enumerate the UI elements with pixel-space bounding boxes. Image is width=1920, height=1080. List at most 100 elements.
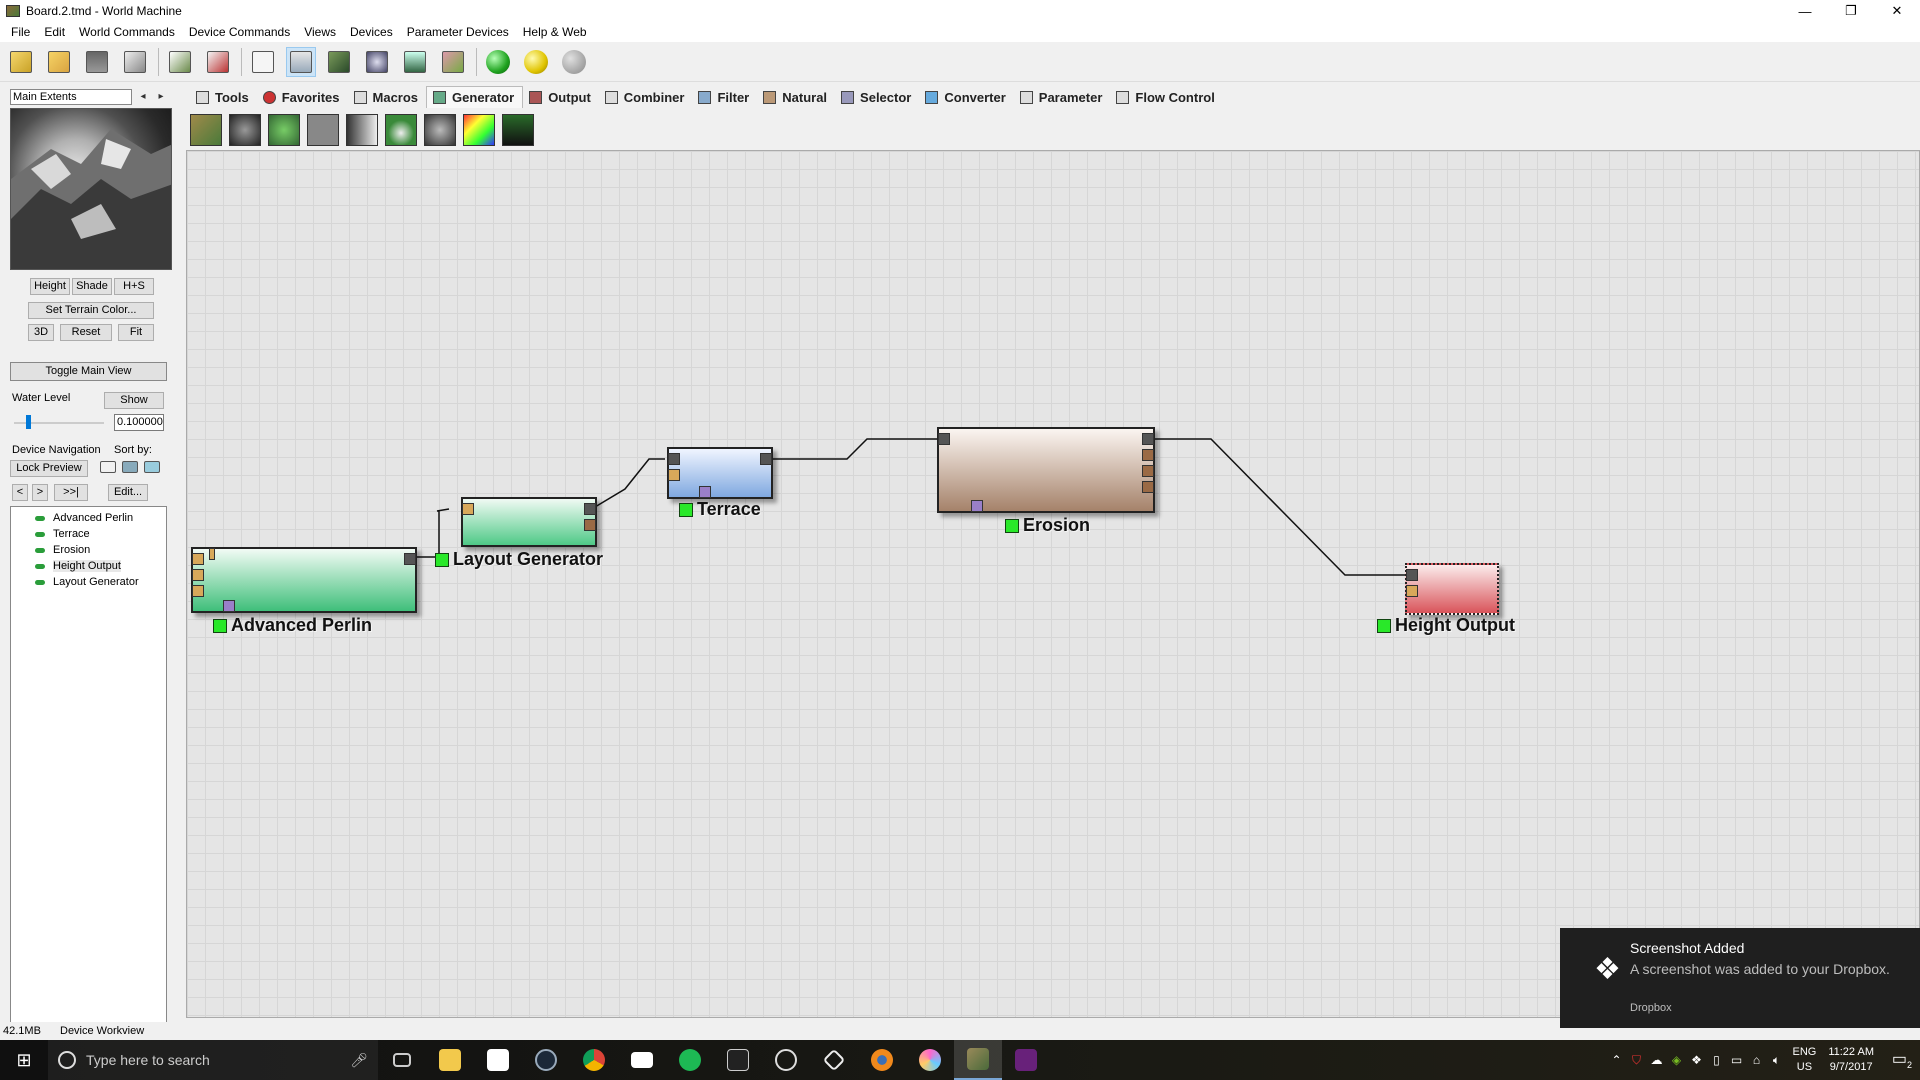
taskbar-color-app[interactable] <box>906 1040 954 1080</box>
tab-selector[interactable]: Selector <box>835 86 919 108</box>
taskbar-unity[interactable] <box>810 1040 858 1080</box>
menu-device-commands[interactable]: Device Commands <box>188 25 291 39</box>
fit-button[interactable]: Fit <box>118 324 154 341</box>
nvidia-icon[interactable]: ◈ <box>1671 1053 1682 1067</box>
shade-view-button[interactable]: Shade <box>72 278 112 295</box>
menu-views[interactable]: Views <box>304 25 337 39</box>
parameter-port[interactable] <box>971 500 983 512</box>
output-port[interactable] <box>1142 449 1154 461</box>
show-hidden-icons-icon[interactable]: ⌃ <box>1611 1053 1622 1067</box>
device-icon[interactable]: ▯ <box>1713 1053 1720 1067</box>
taskbar-file-explorer[interactable] <box>426 1040 474 1080</box>
terrain-preview[interactable] <box>10 108 172 270</box>
tab-output[interactable]: Output <box>523 86 599 108</box>
close-button[interactable]: ✕ <box>1891 3 1903 18</box>
start-button[interactable]: ⊞ <box>0 1040 48 1080</box>
show-water-button[interactable]: Show <box>104 392 164 409</box>
list-item[interactable]: Erosion <box>11 542 166 558</box>
build-green-button[interactable] <box>483 47 513 77</box>
extents-next-arrow-icon[interactable]: ▸ <box>158 91 164 102</box>
output-port[interactable] <box>760 453 772 465</box>
build-terrain-button[interactable] <box>165 47 195 77</box>
menu-parameter-devices[interactable]: Parameter Devices <box>406 25 509 39</box>
battery-icon[interactable]: ▭ <box>1730 1053 1743 1067</box>
lock-preview-button[interactable]: Lock Preview <box>10 460 88 477</box>
taskbar-search[interactable]: Type here to search 🎤︎ <box>48 1040 378 1080</box>
menu-devices[interactable]: Devices <box>350 25 393 39</box>
list-item[interactable]: Height Output <box>11 558 166 574</box>
hs-view-button[interactable]: H+S <box>114 278 154 295</box>
output-port[interactable] <box>1142 481 1154 493</box>
menu-help-web[interactable]: Help & Web <box>522 25 587 39</box>
notification-toast[interactable]: ❖ Screenshot Added A screenshot was adde… <box>1560 928 1920 1028</box>
parameter-port[interactable] <box>699 486 711 498</box>
restore-button[interactable]: ❐ <box>1845 3 1857 18</box>
open-world-button[interactable] <box>44 47 74 77</box>
taskbar-mail[interactable] <box>618 1040 666 1080</box>
build-yellow-button[interactable] <box>521 47 551 77</box>
tab-generator[interactable]: Generator <box>426 86 524 108</box>
water-level-slider-track[interactable] <box>14 422 104 424</box>
edit-devices-button[interactable]: Edit... <box>108 484 148 501</box>
node-height-output[interactable] <box>1405 563 1499 615</box>
set-terrain-color-button[interactable]: Set Terrain Color... <box>28 302 154 319</box>
nav-next-button[interactable]: > <box>32 484 48 501</box>
language-indicator[interactable]: ENG US <box>1792 1045 1816 1075</box>
volume-icon[interactable]: 🔈︎ <box>1772 1052 1781 1067</box>
output-port[interactable] <box>404 553 416 565</box>
tab-macros[interactable]: Macros <box>348 86 427 108</box>
input-port[interactable] <box>192 569 204 581</box>
random-seed-button[interactable] <box>248 47 278 77</box>
security-shield-icon[interactable]: ⛉ <box>1631 1052 1641 1067</box>
voronoi-device-button[interactable] <box>424 114 456 146</box>
perlin-noise-device-button[interactable] <box>229 114 261 146</box>
device-workview-canvas[interactable]: Advanced Perlin Layout Generator Terrace… <box>186 150 1920 1018</box>
3d-view-button[interactable] <box>362 47 392 77</box>
taskbar-chrome[interactable] <box>570 1040 618 1080</box>
network-icon[interactable]: ⌂ <box>1752 1053 1761 1067</box>
input-port[interactable] <box>192 553 204 565</box>
input-port[interactable] <box>668 453 680 465</box>
world-settings-button[interactable] <box>120 47 150 77</box>
tab-combiner[interactable]: Combiner <box>599 86 693 108</box>
tab-tools[interactable]: Tools <box>190 86 257 108</box>
output-port[interactable] <box>1142 433 1154 445</box>
tab-natural[interactable]: Natural <box>757 86 835 108</box>
taskbar-visual-studio[interactable] <box>1002 1040 1050 1080</box>
build-gray-button[interactable] <box>559 47 589 77</box>
cloud-icon[interactable]: ☁ <box>1650 1053 1663 1067</box>
menu-edit[interactable]: Edit <box>44 25 66 39</box>
output-port[interactable] <box>584 503 596 515</box>
taskbar-epic-games[interactable] <box>714 1040 762 1080</box>
input-port[interactable] <box>938 433 950 445</box>
microphone-icon[interactable]: 🎤︎ <box>350 1051 368 1068</box>
output-port[interactable] <box>1142 465 1154 477</box>
advanced-perlin-device-button[interactable] <box>268 114 300 146</box>
node-layout-generator[interactable] <box>461 497 597 547</box>
tab-flow-control[interactable]: Flow Control <box>1110 86 1222 108</box>
list-item[interactable]: Layout Generator <box>11 574 166 590</box>
gradient-device-button[interactable] <box>346 114 378 146</box>
tab-favorites[interactable]: Favorites <box>257 86 348 108</box>
tab-parameter[interactable]: Parameter <box>1014 86 1111 108</box>
action-center-button[interactable]: ▭2 <box>1884 1049 1920 1070</box>
radial-device-button[interactable] <box>385 114 417 146</box>
clock[interactable]: 11:22 AM 9/7/2017 <box>1828 1045 1874 1075</box>
color-generator-device-button[interactable] <box>463 114 495 146</box>
parameter-port[interactable] <box>223 600 235 612</box>
sort-connection-icon[interactable] <box>144 461 160 473</box>
nav-prev-button[interactable]: < <box>12 484 28 501</box>
output-port[interactable] <box>584 519 596 531</box>
menu-file[interactable]: File <box>11 25 31 39</box>
workview-button[interactable] <box>286 46 316 77</box>
node-erosion[interactable] <box>937 427 1155 513</box>
minimize-button[interactable]: — <box>1798 3 1812 19</box>
taskbar-blender[interactable] <box>858 1040 906 1080</box>
water-level-slider-thumb[interactable] <box>26 415 31 429</box>
input-port[interactable] <box>1406 585 1418 597</box>
list-item[interactable]: Terrace <box>11 526 166 542</box>
save-world-button[interactable] <box>82 47 112 77</box>
water-level-input[interactable]: 0.100000 <box>114 414 164 431</box>
taskbar-store[interactable] <box>474 1040 522 1080</box>
layout-view-button[interactable] <box>324 47 354 77</box>
